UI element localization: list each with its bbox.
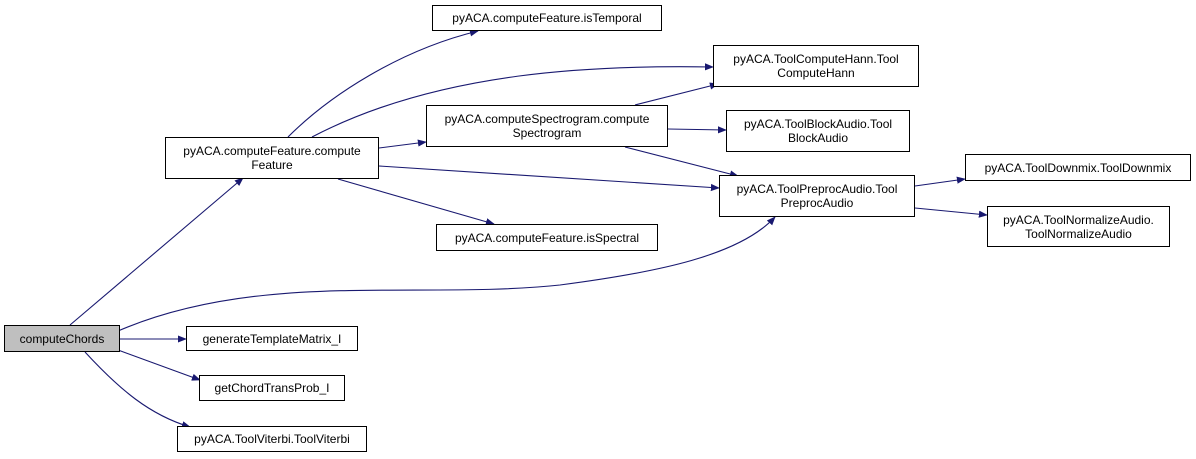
- node-toolComputeHann-label-2: ComputeHann: [777, 66, 855, 80]
- edge-computeSpectrogram-to-toolBlockAudio: [667, 126, 727, 134]
- edge-computeSpectrogram-to-toolPreprocAudio: [624, 146, 739, 178]
- edge-computeSpectrogram-to-toolComputeHann: [634, 82, 719, 106]
- node-getChordTransProb-label: getChordTransProb_I: [214, 381, 330, 395]
- edge-computeChords-to-toolPreprocAudio: [117, 216, 776, 332]
- node-isTemporal[interactable]: pyACA.computeFeature.isTemporal: [432, 5, 662, 31]
- edge-toolPreprocAudio-to-toolNormalizeAudio: [914, 207, 988, 218]
- node-toolPreprocAudio[interactable]: pyACA.ToolPreprocAudio.Tool PreprocAudio: [719, 175, 915, 217]
- node-toolComputeHann[interactable]: pyACA.ToolComputeHann.Tool ComputeHann: [713, 45, 919, 87]
- node-isSpectral-label: pyACA.computeFeature.isSpectral: [454, 230, 640, 245]
- node-toolComputeHann-label-1: pyACA.ToolComputeHann.Tool: [733, 52, 899, 66]
- node-toolPreprocAudio-label-2: PreprocAudio: [780, 196, 854, 210]
- edge-computeFeature-to-toolPreprocAudio: [378, 165, 720, 192]
- node-toolNormalizeAudio[interactable]: pyACA.ToolNormalizeAudio. ToolNormalizeA…: [987, 206, 1170, 247]
- node-computeSpectrogram-label-1: pyACA.computeSpectrogram.compute: [444, 112, 650, 126]
- node-toolNormalizeAudio-label-2: ToolNormalizeAudio: [1025, 226, 1132, 241]
- node-getChordTransProb[interactable]: getChordTransProb_I: [199, 375, 345, 401]
- node-toolBlockAudio-label-2: BlockAudio: [787, 131, 849, 145]
- node-isSpectral[interactable]: pyACA.computeFeature.isSpectral: [436, 224, 658, 251]
- node-toolNormalizeAudio-label-1: pyACA.ToolNormalizeAudio.: [1003, 212, 1154, 227]
- node-computeSpectrogram[interactable]: pyACA.computeSpectrogram.compute Spectro…: [426, 105, 668, 147]
- edge-computeFeature-to-isSpectral: [337, 178, 495, 226]
- node-toolDownmix[interactable]: pyACA.ToolDownmix.ToolDownmix: [965, 154, 1191, 181]
- node-computeFeature[interactable]: pyACA.computeFeature.compute Feature: [165, 137, 379, 179]
- edge-computeFeature-to-isTemporal: [287, 29, 479, 138]
- node-toolPreprocAudio-label-1: pyACA.ToolPreprocAudio.Tool: [736, 182, 898, 196]
- node-computeChords-label: computeChords: [19, 331, 105, 346]
- node-toolDownmix-label: pyACA.ToolDownmix.ToolDownmix: [984, 160, 1172, 175]
- edge-toolPreprocAudio-to-toolDownmix: [914, 176, 966, 187]
- node-generateTemplateMatrix[interactable]: generateTemplateMatrix_I: [186, 326, 358, 351]
- node-generateTemplateMatrix-label: generateTemplateMatrix_I: [202, 331, 342, 346]
- node-toolBlockAudio[interactable]: pyACA.ToolBlockAudio.Tool BlockAudio: [726, 110, 910, 152]
- edge-computeChords-to-toolViterbi: [84, 351, 191, 429]
- edge-computeChords-to-computeFeature: [69, 177, 244, 326]
- node-computeFeature-label-1: pyACA.computeFeature.compute: [183, 144, 361, 158]
- node-computeChords: computeChords: [4, 325, 120, 352]
- edge-computeFeature-to-toolComputeHann: [311, 63, 714, 138]
- edge-computeChords-to-getChordTransProb: [117, 349, 201, 381]
- node-isTemporal-label: pyACA.computeFeature.isTemporal: [452, 11, 642, 25]
- edge-computeFeature-to-computeSpectrogram: [378, 139, 427, 149]
- node-computeSpectrogram-label-2: Spectrogram: [512, 126, 582, 140]
- node-toolViterbi-label: pyACA.ToolViterbi.ToolViterbi: [194, 432, 350, 446]
- node-computeFeature-label-2: Feature: [251, 158, 293, 172]
- node-toolViterbi[interactable]: pyACA.ToolViterbi.ToolViterbi: [177, 426, 367, 452]
- node-toolBlockAudio-label-1: pyACA.ToolBlockAudio.Tool: [743, 117, 893, 131]
